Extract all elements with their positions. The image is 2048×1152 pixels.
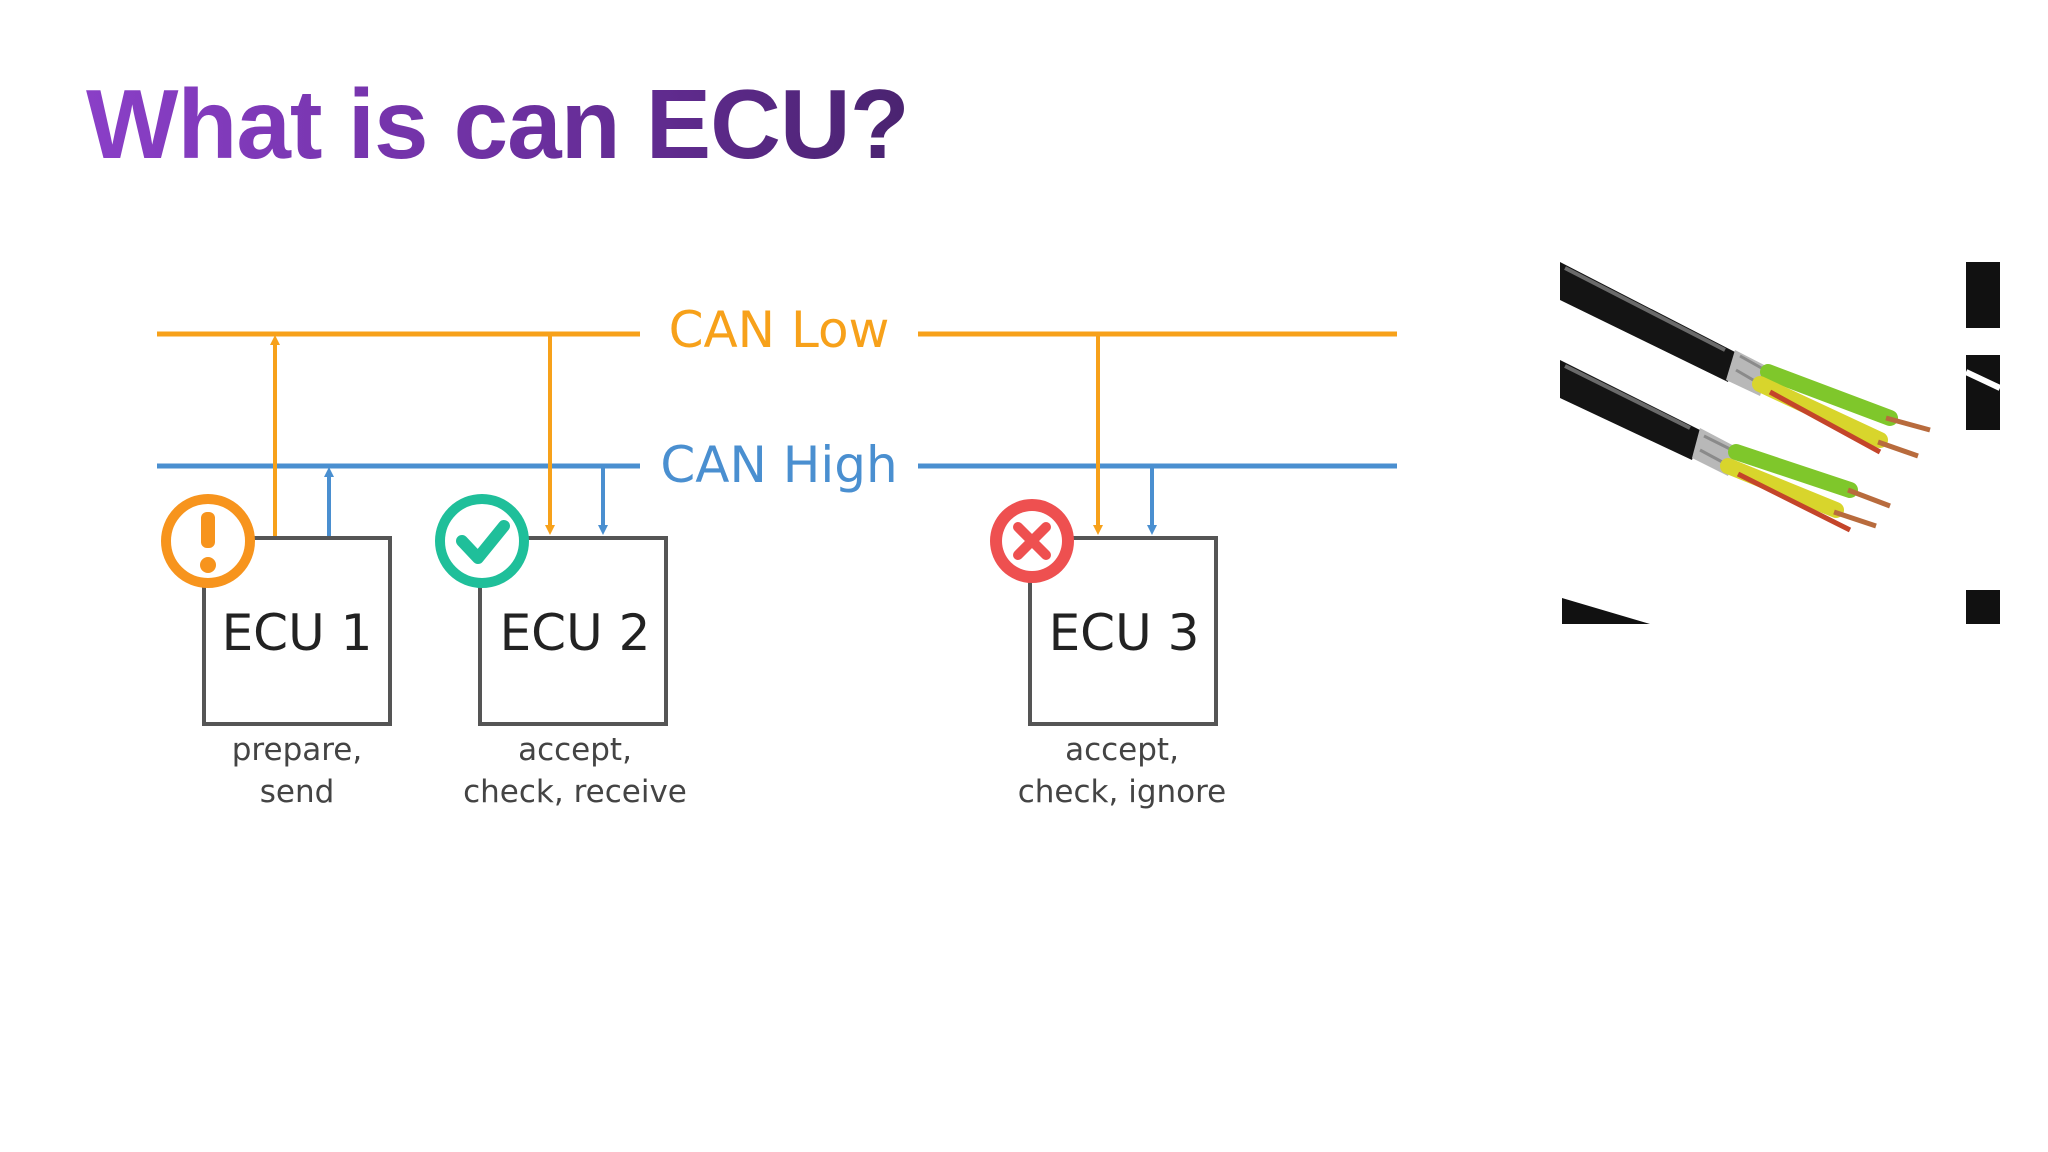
twisted-pair-cable-photo xyxy=(1560,256,2002,626)
ecu-1-caption-line1: prepare, xyxy=(232,732,362,768)
can-low-bus: CAN Low xyxy=(157,301,1397,359)
ecu-1-caption-line2: send xyxy=(260,774,335,810)
can-high-label: CAN High xyxy=(660,436,897,494)
ecu-2-label: ECU 2 xyxy=(500,604,651,662)
slide-title: What is can ECU? xyxy=(86,64,910,184)
cross-icon xyxy=(990,499,1074,583)
ecu-3-caption-line1: accept, xyxy=(1065,732,1179,768)
ecu-1-label: ECU 1 xyxy=(222,604,373,662)
exclamation-icon xyxy=(161,494,255,588)
ecu-2-caption-line1: accept, xyxy=(518,732,632,768)
ecu-3-caption-line2: check, ignore xyxy=(1018,774,1227,810)
ecu-3-label: ECU 3 xyxy=(1049,604,1200,662)
can-high-bus: CAN High xyxy=(157,436,1397,494)
checkmark-icon xyxy=(435,494,529,588)
ecu-2-caption-line2: check, receive xyxy=(463,774,687,810)
can-low-label: CAN Low xyxy=(669,301,890,359)
